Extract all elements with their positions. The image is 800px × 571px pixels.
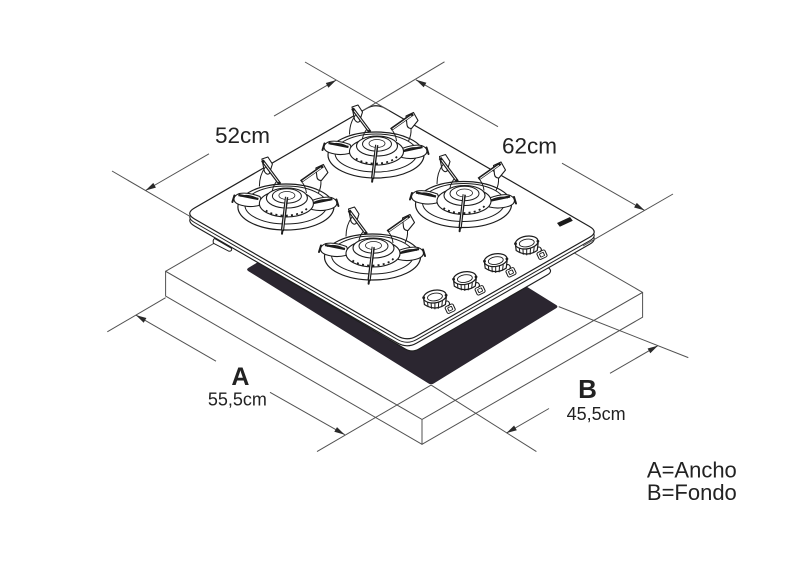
svg-text:B: B: [578, 374, 597, 404]
svg-text:55,5cm: 55,5cm: [208, 389, 267, 409]
svg-text:52cm: 52cm: [215, 123, 270, 148]
svg-text:B=Fondo: B=Fondo: [647, 480, 737, 505]
svg-text:A: A: [231, 363, 249, 391]
svg-text:45,5cm: 45,5cm: [567, 404, 626, 424]
svg-text:62cm: 62cm: [502, 134, 557, 159]
svg-text:A=Ancho: A=Ancho: [647, 458, 737, 483]
